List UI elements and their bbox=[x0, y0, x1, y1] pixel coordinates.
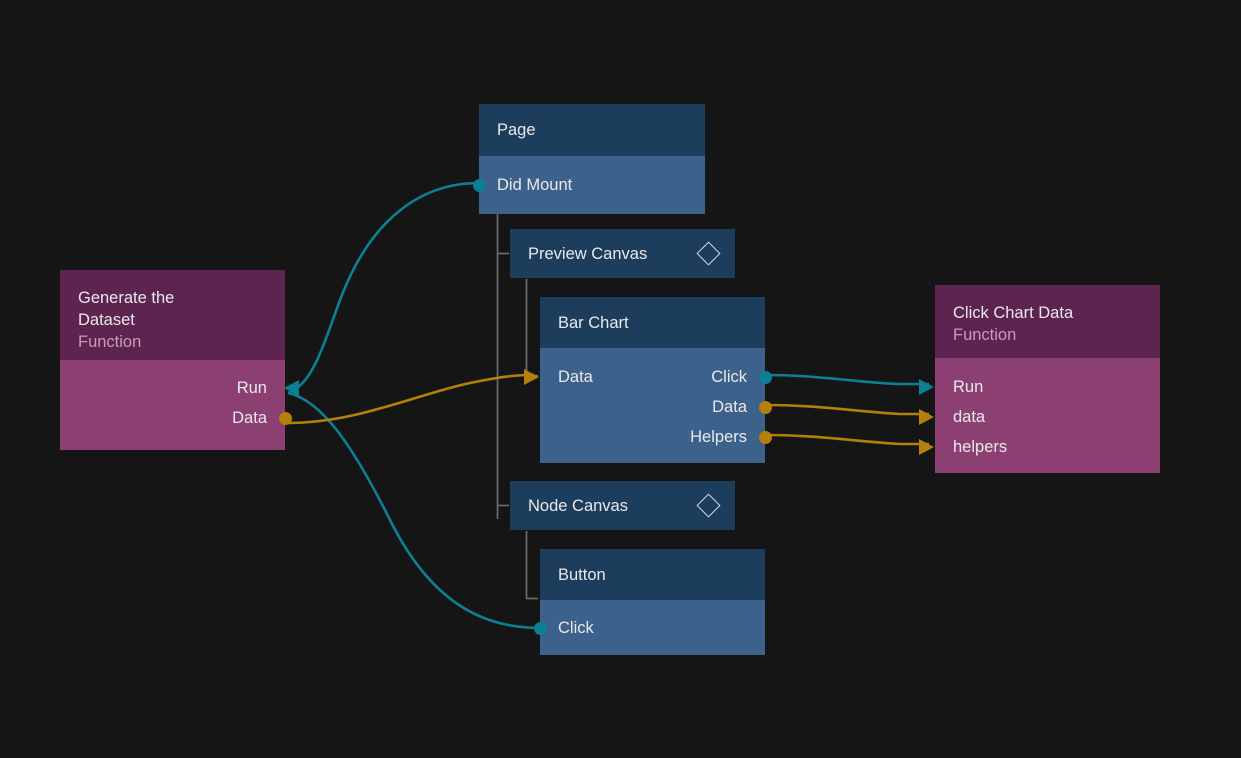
node-title-block: Click Chart Data Function bbox=[953, 302, 1073, 346]
port-dot-bar-chart-click-output[interactable] bbox=[758, 370, 772, 384]
node-header-generate-the-dataset[interactable]: Generate the Dataset Function bbox=[60, 270, 285, 360]
node-header-page[interactable]: Page bbox=[479, 104, 705, 156]
port-row-generate-data[interactable]: Data bbox=[60, 403, 292, 433]
node-body-click-chart-data: Run data helpers bbox=[919, 358, 1160, 473]
node-title-page: Page bbox=[497, 121, 536, 139]
node-node-canvas[interactable]: Node Canvas bbox=[510, 481, 735, 530]
node-header-node-canvas[interactable]: Node Canvas bbox=[510, 481, 735, 530]
node-click-chart-data[interactable]: Click Chart Data Function Run data helpe… bbox=[919, 285, 1160, 473]
edge-barchart-helpers-to-clickchart-helpers bbox=[764, 433, 929, 446]
port-arrow-bar-chart-data-input[interactable] bbox=[524, 369, 539, 385]
edge-barchart-click-to-clickchart-run bbox=[764, 373, 929, 386]
node-title-block: Generate the Dataset Function bbox=[78, 287, 174, 353]
node-title-preview-canvas: Preview Canvas bbox=[528, 244, 648, 263]
edge-button-click-to-generate-run bbox=[287, 391, 541, 630]
node-body-bar-chart: Data Click Data Helpers bbox=[524, 348, 772, 463]
node-generate-the-dataset[interactable]: Generate the Dataset Function Run Data bbox=[60, 270, 299, 450]
port-arrow-click-chart-data-run-input[interactable] bbox=[919, 379, 934, 395]
node-title-button: Button bbox=[558, 565, 606, 584]
port-row-generate-run[interactable]: Run bbox=[60, 373, 299, 403]
node-preview-canvas[interactable]: Preview Canvas bbox=[510, 229, 735, 278]
diamond-icon[interactable] bbox=[696, 241, 721, 266]
node-header-bar-chart[interactable]: Bar Chart bbox=[540, 297, 765, 348]
port-dot-button-click-output[interactable] bbox=[533, 621, 547, 635]
port-label-bar-chart-data-in: Data bbox=[558, 367, 593, 386]
port-label-click-chart-data-run: Run bbox=[953, 377, 984, 396]
node-body-page: Did Mount bbox=[472, 156, 705, 214]
node-header-preview-canvas[interactable]: Preview Canvas bbox=[510, 229, 735, 278]
port-label-click-chart-data-data: data bbox=[953, 407, 986, 426]
port-row-button-click[interactable]: Click bbox=[533, 613, 765, 643]
port-row-page-did-mount[interactable]: Did Mount bbox=[472, 170, 705, 200]
port-label-generate-run: Run bbox=[236, 378, 267, 397]
node-bar-chart[interactable]: Bar Chart Data Click Data Helpers bbox=[524, 297, 772, 463]
node-title-generate-the-dataset: Generate the Dataset bbox=[78, 289, 175, 329]
port-row-click-chart-data-helpers[interactable]: helpers bbox=[919, 432, 1160, 462]
port-row-click-chart-data-run[interactable]: Run bbox=[919, 372, 1160, 402]
port-row-click-chart-data-data[interactable]: data bbox=[919, 402, 1160, 432]
node-body-generate-the-dataset: Run Data bbox=[60, 360, 299, 450]
port-label-bar-chart-data-out: Data bbox=[712, 397, 747, 416]
port-label-click-chart-data-helpers: helpers bbox=[953, 437, 1008, 456]
port-dot-bar-chart-data-output[interactable] bbox=[758, 400, 772, 414]
port-label-generate-data: Data bbox=[232, 408, 267, 427]
port-label-bar-chart-helpers-out: Helpers bbox=[690, 427, 747, 446]
edge-generate-data-to-barchart-data bbox=[287, 373, 535, 425]
port-dot-page-did-mount-output[interactable] bbox=[472, 178, 486, 192]
port-arrow-click-chart-data-data-input[interactable] bbox=[919, 409, 934, 425]
port-dot-bar-chart-helpers-output[interactable] bbox=[758, 430, 772, 444]
port-label-bar-chart-click-out: Click bbox=[711, 367, 747, 386]
node-button[interactable]: Button Click bbox=[533, 549, 765, 655]
node-subtitle-generate-the-dataset: Function bbox=[78, 333, 142, 351]
port-row-bar-chart-helpers-out[interactable]: Helpers bbox=[540, 422, 772, 452]
port-arrow-click-chart-data-helpers-input[interactable] bbox=[919, 439, 934, 455]
port-label-button-click: Click bbox=[558, 618, 594, 637]
diamond-icon[interactable] bbox=[696, 493, 721, 518]
node-header-button[interactable]: Button bbox=[540, 549, 765, 600]
port-label-page-did-mount: Did Mount bbox=[497, 175, 573, 194]
node-title-click-chart-data: Click Chart Data bbox=[953, 304, 1074, 322]
node-body-button: Click bbox=[533, 600, 765, 655]
node-subtitle-click-chart-data: Function bbox=[953, 326, 1017, 344]
port-row-bar-chart-data-out[interactable]: Data bbox=[540, 392, 772, 422]
edge-barchart-data-to-clickchart-data bbox=[764, 403, 929, 416]
node-page[interactable]: Page Did Mount bbox=[472, 104, 705, 214]
edge-page-didmount-to-generate-run bbox=[287, 181, 480, 395]
port-arrow-generate-run-input[interactable] bbox=[284, 380, 299, 396]
node-title-bar-chart: Bar Chart bbox=[558, 313, 629, 332]
port-dot-generate-data-output[interactable] bbox=[278, 411, 292, 425]
node-header-click-chart-data[interactable]: Click Chart Data Function bbox=[935, 285, 1160, 358]
port-row-bar-chart-click-out[interactable]: Click bbox=[540, 362, 772, 392]
node-title-node-canvas: Node Canvas bbox=[528, 496, 628, 515]
